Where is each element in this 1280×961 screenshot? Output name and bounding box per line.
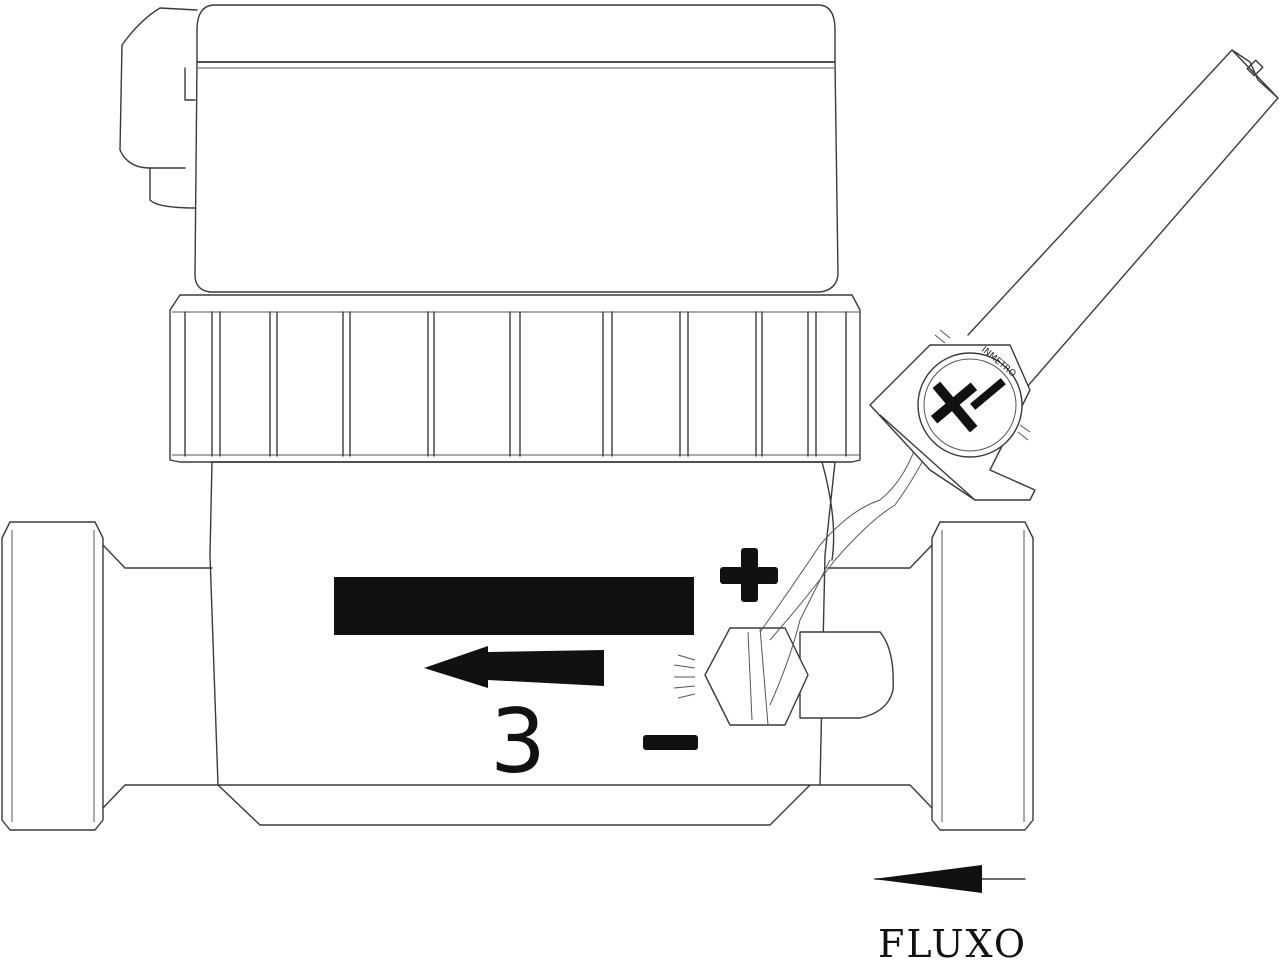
adjustment-screw xyxy=(673,627,894,726)
left-pipe-connection xyxy=(1,521,219,831)
register-digit: 3 xyxy=(490,690,546,793)
threaded-ring xyxy=(169,294,861,463)
lid-hinge xyxy=(119,7,198,209)
ring-ribs xyxy=(184,311,847,457)
meter-lid xyxy=(194,4,839,293)
plus-symbol xyxy=(720,548,778,602)
seal-strap xyxy=(967,49,1279,396)
seal-body: INMETRO xyxy=(869,329,1036,501)
seal-logo xyxy=(930,378,1006,433)
label-bar xyxy=(334,577,694,635)
seal-wire xyxy=(759,439,931,706)
flow-label: FLUXO xyxy=(878,922,1027,961)
seal-ticks xyxy=(934,329,1031,441)
body-flow-arrow xyxy=(424,646,604,688)
right-pipe-connection xyxy=(819,521,1034,831)
flow-direction-arrow xyxy=(873,865,1026,893)
screw-ticks xyxy=(673,654,696,699)
minus-symbol xyxy=(643,735,698,750)
